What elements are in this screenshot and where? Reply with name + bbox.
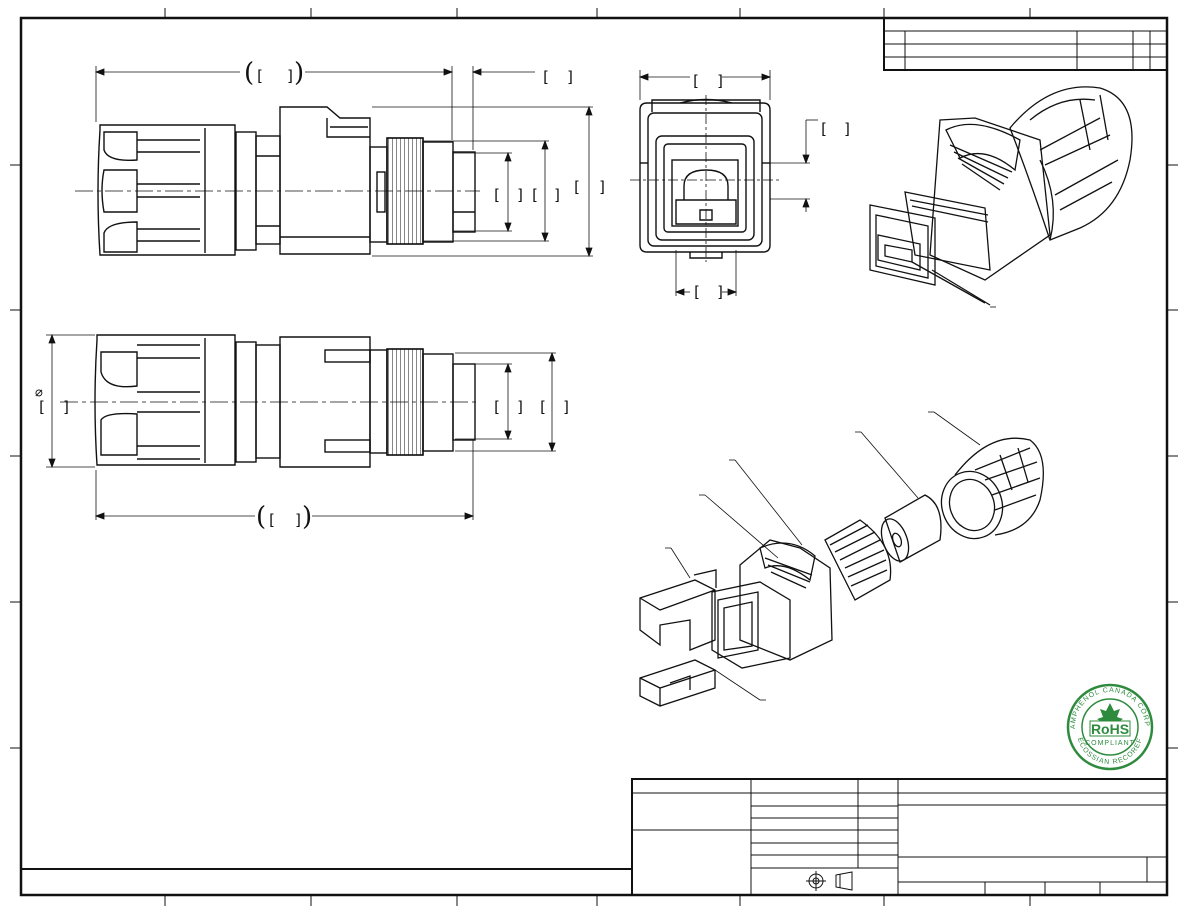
title-block (20, 778, 1168, 896)
revision-block (883, 17, 1168, 71)
dim-paren-open: ( (256, 502, 266, 532)
dim-bracket-open: [ (37, 398, 46, 416)
rohs-subtitle: COMPLIANT (1085, 740, 1135, 747)
dim-bracket-close: ] (562, 398, 571, 416)
dim-bracket-open: [ (572, 178, 581, 196)
dim-bracket-close: ] (716, 72, 725, 90)
dim-bracket-open: [ (492, 186, 501, 204)
dim-bracket-close: ] (62, 398, 71, 416)
dim-bracket-close: ] (566, 68, 575, 86)
side-view-dimension-labels: ( [ ] ) [ ] [ ] [ ] [ ] (244, 58, 607, 204)
dim-bracket-open: [ (255, 67, 264, 85)
front-view-dimension-labels: [ ] [ ] [ ] (691, 72, 852, 301)
sheet-border (10, 8, 1178, 906)
dim-bracket-open: [ (819, 120, 828, 138)
dim-bracket-close: ] (716, 283, 725, 301)
dim-paren-close: ) (294, 58, 304, 88)
dim-bracket-close: ] (294, 511, 303, 529)
rohs-stamp-icon: RoHS COMPLIANT AMPHENOL CANADA CORP. ECO… (1066, 683, 1154, 771)
rohs-title: RoHS (1091, 721, 1129, 737)
dim-bracket-open: [ (692, 283, 701, 301)
front-view-dimensions (638, 70, 818, 296)
dim-bracket-open: [ (267, 511, 276, 529)
top-view-dimensions (46, 333, 556, 520)
side-view-dimensions (94, 66, 593, 258)
top-view (60, 334, 480, 468)
dim-bracket-open: [ (538, 398, 547, 416)
top-view-dimension-labels: ⌀ [ ] ( [ ] ) [ ] [ ] (35, 386, 571, 532)
dim-bracket-open: [ (541, 68, 550, 86)
dim-paren-close: ) (302, 502, 312, 532)
side-view (75, 106, 480, 256)
dim-bracket-open: [ (492, 398, 501, 416)
dim-paren-open: ( (244, 58, 254, 88)
isometric-assembly (869, 86, 1133, 306)
dim-bracket-open: [ (691, 72, 700, 90)
exploded-view (639, 437, 1044, 707)
dim-bracket-close: ] (516, 398, 525, 416)
projection-symbol-icon (806, 871, 853, 891)
front-view (630, 95, 780, 262)
dim-bracket-open: [ (530, 186, 539, 204)
dim-bracket-close: ] (598, 178, 607, 196)
leader-lines (665, 306, 996, 701)
diameter-symbol-icon: ⌀ (35, 386, 43, 401)
dim-bracket-close: ] (553, 186, 562, 204)
dim-bracket-close: ] (286, 67, 295, 85)
dim-bracket-close: ] (516, 186, 525, 204)
dim-bracket-close: ] (843, 120, 852, 138)
